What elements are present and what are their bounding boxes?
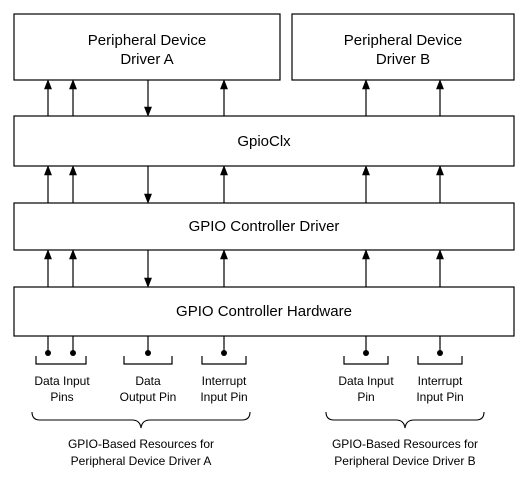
pin-bracket-interrupt-input-pin-a — [201, 356, 247, 365]
arrows-drivers-gpioclx — [44, 79, 444, 117]
gpio-controller-hardware-box: GPIO Controller Hardware — [13, 286, 515, 337]
pin-dot-icon — [45, 350, 51, 356]
pin-brackets — [35, 356, 463, 365]
brace-resources-b-icon — [325, 411, 485, 429]
arrow-down-icon — [144, 106, 152, 117]
arrow-up-icon — [436, 79, 444, 90]
arrows-controller-driver-hardware — [44, 249, 444, 288]
pin-label-data-input-pin-b-line2: Pin — [357, 390, 374, 404]
peripheral-driver-b-label-line1: Peripheral Device — [344, 32, 462, 49]
arrow-up-icon — [436, 249, 444, 260]
arrow-up-icon — [220, 165, 228, 176]
pin-bracket-data-output-pin — [123, 356, 173, 365]
arrow-up-icon — [362, 249, 370, 260]
peripheral-driver-b-rect — [291, 13, 515, 81]
pin-bracket-data-input-pins — [35, 356, 87, 365]
arrow-up-icon — [44, 79, 52, 90]
brace-resources-a-icon — [31, 411, 251, 429]
arrow-down-icon — [144, 277, 152, 288]
arrow-up-icon — [69, 249, 77, 260]
pin-dot-icon — [221, 350, 227, 356]
pin-dot-icon — [70, 350, 76, 356]
peripheral-driver-a-label-line1: Peripheral Device — [88, 32, 206, 49]
gpioclx-rect — [13, 115, 515, 167]
pin-label-interrupt-input-pin-b-line2: Input Pin — [416, 390, 463, 404]
arrows-gpioclx-controller-driver — [44, 165, 444, 204]
pin-labels: Data Input Pins Data Output Pin Interrup… — [34, 374, 463, 404]
gpioclx-box: GpioClx — [13, 115, 515, 167]
pin-label-data-input-pins-line2: Pins — [50, 390, 73, 404]
group-label-resources-a-line2: Peripheral Device Driver A — [71, 454, 212, 468]
peripheral-driver-b-label-line2: Driver B — [376, 51, 430, 68]
pin-label-interrupt-input-pin-b-line1: Interrupt — [418, 374, 463, 388]
arrow-up-icon — [44, 249, 52, 260]
pin-dot-icon — [145, 350, 151, 356]
gpio-controller-driver-label: GPIO Controller Driver — [189, 218, 340, 235]
peripheral-driver-a-box: Peripheral Device Driver A — [13, 13, 281, 81]
arrow-up-icon — [362, 165, 370, 176]
arrow-up-icon — [44, 165, 52, 176]
group-label-resources-b-line2: Peripheral Device Driver B — [334, 454, 475, 468]
gpioclx-label: GpioClx — [237, 133, 291, 150]
arrow-up-icon — [220, 79, 228, 90]
arrow-up-icon — [220, 249, 228, 260]
gpio-controller-driver-rect — [13, 202, 515, 251]
gpio-controller-driver-box: GPIO Controller Driver — [13, 202, 515, 251]
group-label-resources-a-line1: GPIO-Based Resources for — [68, 437, 214, 451]
pin-bracket-data-input-pin-b — [343, 356, 389, 365]
group-labels: GPIO-Based Resources for Peripheral Devi… — [68, 437, 478, 468]
pin-label-interrupt-input-pin-a-line1: Interrupt — [202, 374, 247, 388]
arrow-up-icon — [69, 79, 77, 90]
pin-label-data-input-pin-b-line1: Data Input — [338, 374, 394, 388]
peripheral-driver-b-box: Peripheral Device Driver B — [291, 13, 515, 81]
pin-label-data-output-pin-line1: Data — [135, 374, 161, 388]
group-label-resources-b-line1: GPIO-Based Resources for — [332, 437, 478, 451]
pin-dot-icon — [363, 350, 369, 356]
peripheral-driver-a-label-line2: Driver A — [120, 51, 173, 68]
group-braces — [31, 411, 485, 429]
pin-stubs — [45, 336, 443, 356]
arrow-up-icon — [362, 79, 370, 90]
pin-label-interrupt-input-pin-a-line2: Input Pin — [200, 390, 247, 404]
gpio-controller-hardware-label: GPIO Controller Hardware — [176, 303, 352, 320]
arrow-down-icon — [144, 193, 152, 204]
pin-dot-icon — [437, 350, 443, 356]
arrow-up-icon — [436, 165, 444, 176]
pin-label-data-input-pins-line1: Data Input — [34, 374, 90, 388]
pin-bracket-interrupt-input-pin-b — [417, 356, 463, 365]
peripheral-driver-a-rect — [13, 13, 281, 81]
arrow-up-icon — [69, 165, 77, 176]
pin-label-data-output-pin-line2: Output Pin — [120, 390, 177, 404]
gpio-controller-hardware-rect — [13, 286, 515, 337]
